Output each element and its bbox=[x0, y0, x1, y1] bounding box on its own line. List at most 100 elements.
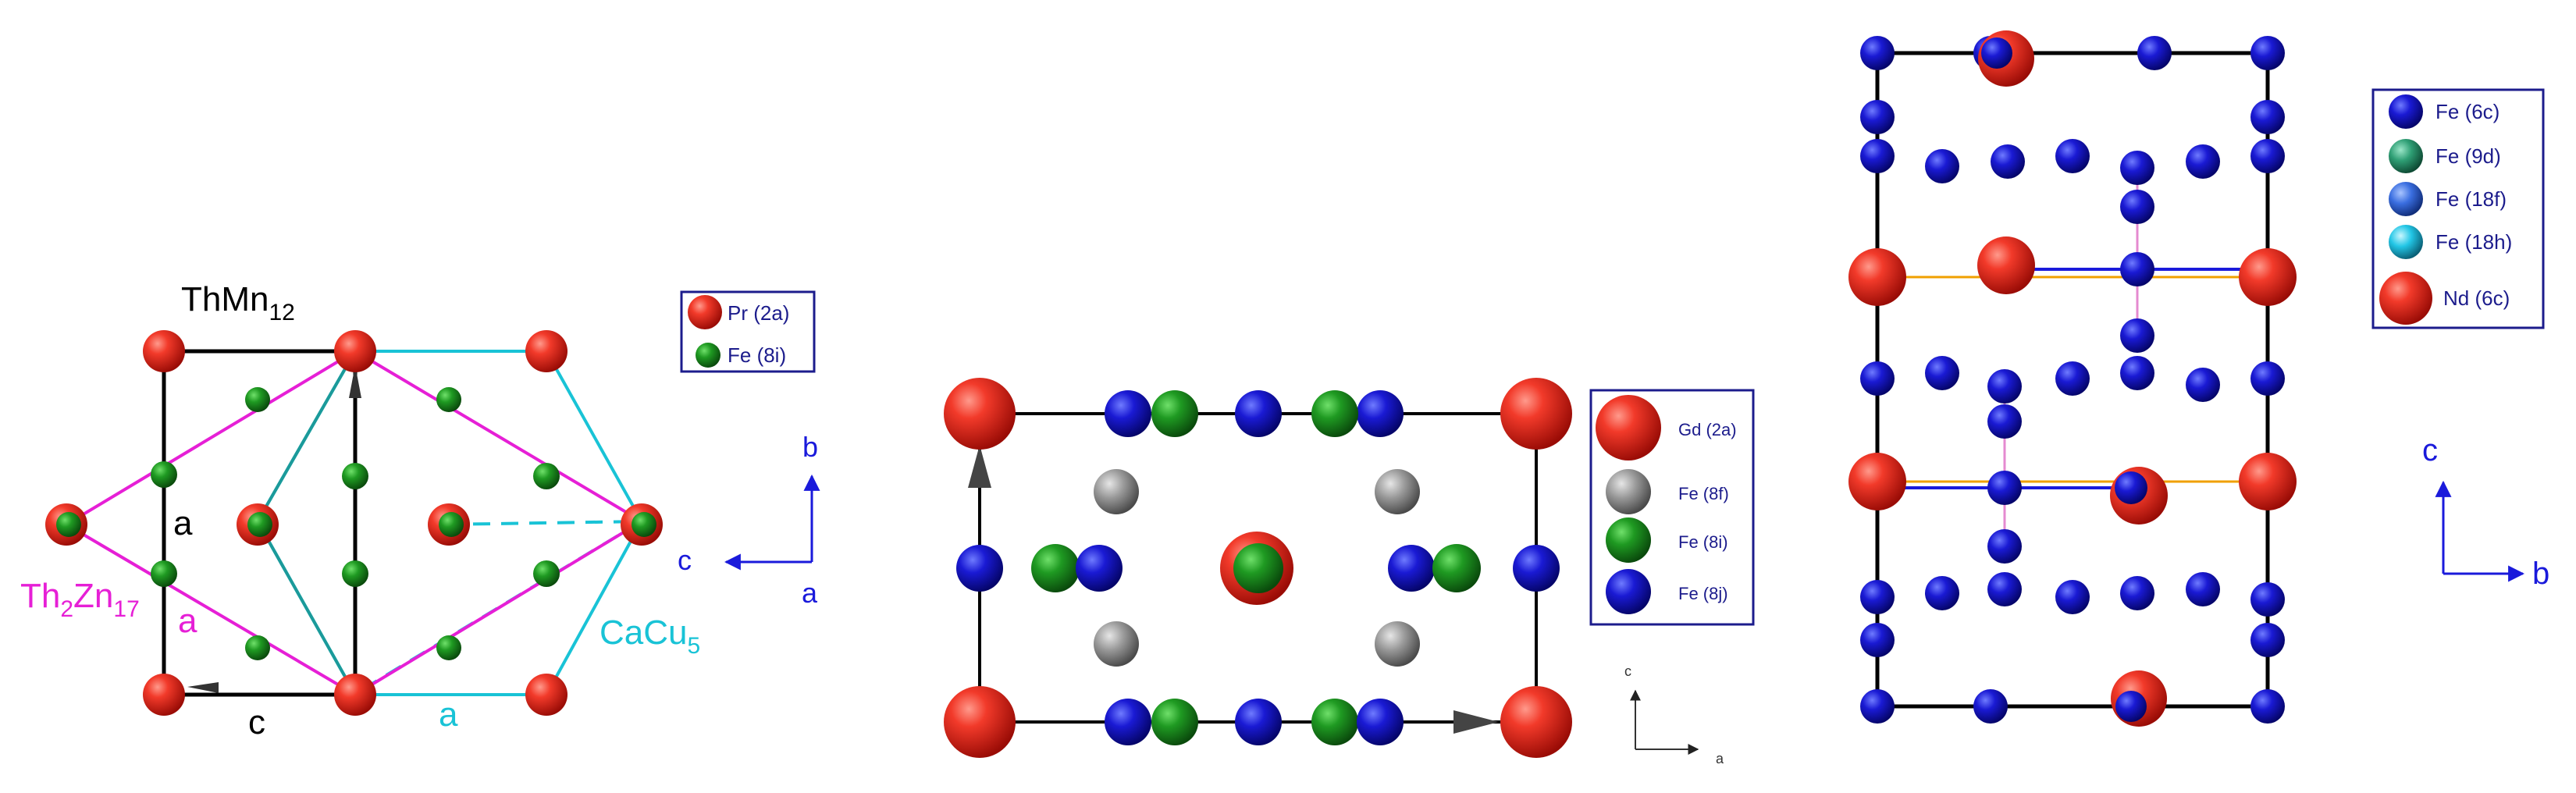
pr-atom bbox=[334, 330, 376, 372]
fe-atom bbox=[1860, 623, 1895, 657]
fe-atom bbox=[1981, 37, 2012, 69]
fe-atom bbox=[151, 560, 177, 587]
fe-8j-atom bbox=[1105, 390, 1151, 437]
legend-label: Fe (8i) bbox=[728, 343, 786, 367]
axis-label-c: c bbox=[2422, 433, 2438, 468]
fe-atom bbox=[2250, 361, 2285, 396]
legend-label: Fe (18h) bbox=[2435, 230, 2512, 254]
fe-atom bbox=[2186, 572, 2220, 606]
axes-panel1: b c a bbox=[678, 431, 820, 609]
fe-8j-atom bbox=[1357, 390, 1404, 437]
fe-8j-atom bbox=[1235, 390, 1282, 437]
panel2-atoms bbox=[944, 378, 1572, 758]
fe-atom bbox=[2250, 36, 2285, 70]
fe-atom bbox=[2120, 576, 2154, 610]
fe-atom bbox=[2115, 471, 2147, 504]
fe-8i-atom bbox=[1311, 699, 1358, 745]
pr-atom bbox=[143, 674, 185, 716]
fe-atom bbox=[1987, 572, 2022, 606]
legend-label: Fe (18f) bbox=[2435, 187, 2507, 211]
panel3-atoms bbox=[1848, 30, 2297, 727]
fe-atom bbox=[342, 463, 368, 489]
gd-atom bbox=[1500, 378, 1572, 450]
fe-atom bbox=[439, 512, 464, 537]
fe-atom bbox=[1987, 369, 2022, 404]
fe-atom bbox=[1860, 100, 1895, 134]
a-vector-arrowhead bbox=[349, 365, 361, 398]
pr-atom bbox=[525, 330, 568, 372]
axis-label-a: a bbox=[802, 577, 818, 609]
fe-8j-atom bbox=[1357, 699, 1404, 745]
fe-8i-atom bbox=[1233, 543, 1283, 593]
nd-atom bbox=[1848, 453, 1906, 510]
fe-atom bbox=[2055, 361, 2090, 396]
axes-panel3: c b bbox=[2422, 433, 2549, 591]
fe-atom bbox=[342, 560, 368, 587]
fe-atom bbox=[2186, 368, 2220, 402]
fe-atom bbox=[2120, 318, 2154, 353]
fe-atom bbox=[2250, 689, 2285, 724]
fe-atom bbox=[1860, 361, 1895, 396]
fe-atom bbox=[1987, 529, 2022, 564]
fe-atom bbox=[2137, 36, 2172, 70]
fe-atom bbox=[2055, 580, 2090, 614]
c-vector-arrowhead bbox=[187, 682, 219, 693]
legend-panel3: Fe (6c) Fe (9d) Fe (18f) Fe (18h) Nd (6c… bbox=[2371, 88, 2545, 329]
fe-8j-atom bbox=[1235, 699, 1282, 745]
fe-8i-atom bbox=[1311, 390, 1358, 437]
fe-8f-atom bbox=[1375, 621, 1420, 667]
axis-label-b: b bbox=[802, 431, 818, 463]
axis-label-c: c bbox=[678, 544, 692, 576]
a-vector-arrowhead bbox=[1453, 710, 1499, 734]
fe-atom bbox=[436, 387, 461, 412]
legend-panel1: Pr (2a) Fe (8i) bbox=[680, 290, 816, 373]
gd-atom bbox=[944, 378, 1016, 450]
c-vector-arrowhead bbox=[968, 445, 991, 488]
axis-label-b: b bbox=[2532, 557, 2549, 591]
fe-atom bbox=[1860, 580, 1895, 614]
axes-panel2: c a bbox=[1624, 663, 1724, 766]
a-label-black: a bbox=[173, 504, 193, 542]
fe-8i-atom bbox=[1151, 699, 1198, 745]
fe-atom bbox=[1987, 404, 2022, 439]
fe-8i-atom bbox=[1432, 544, 1481, 592]
pr-atom bbox=[525, 674, 568, 716]
fe-atom bbox=[2250, 582, 2285, 617]
fe-atom bbox=[632, 512, 656, 537]
fe-atom bbox=[533, 463, 560, 489]
fe-atom bbox=[2120, 190, 2154, 224]
gd-atom bbox=[1500, 686, 1572, 758]
thmn12-cell-lines bbox=[162, 349, 358, 697]
cacu5-label: CaCu5 bbox=[600, 613, 700, 659]
fe-atom bbox=[2250, 623, 2285, 657]
fe-legend-icon bbox=[696, 343, 720, 368]
fe-6c-legend-icon bbox=[2389, 94, 2423, 129]
fe-atom bbox=[436, 635, 461, 660]
fe-atom bbox=[2186, 144, 2220, 179]
fe-atom bbox=[151, 461, 177, 488]
legend-label: Fe (6c) bbox=[2435, 100, 2500, 123]
panel-thmn12-relationship: ThMn12 a c Th2Zn17 a CaCu5 a Pr (2a) Fe … bbox=[20, 280, 820, 741]
legend-label: Fe (8f) bbox=[1678, 484, 1729, 503]
fe-atom bbox=[247, 512, 272, 537]
legend-label: Gd (2a) bbox=[1678, 420, 1737, 439]
th2zn17-label: Th2Zn17 bbox=[20, 577, 140, 622]
fe-8f-atom bbox=[1094, 621, 1139, 667]
fe-8f-legend-icon bbox=[1606, 469, 1651, 514]
legend-label: Fe (8j) bbox=[1678, 584, 1728, 603]
fe-18f-legend-icon bbox=[2389, 182, 2423, 216]
legend-panel2: Gd (2a) Fe (8f) Fe (8i) Fe (8j) bbox=[1589, 389, 1755, 626]
fe-8j-atom bbox=[1076, 545, 1123, 592]
fe-8j-atom bbox=[1105, 699, 1151, 745]
gd-atom bbox=[944, 686, 1016, 758]
axis-label-c: c bbox=[1624, 663, 1631, 679]
fe-8f-atom bbox=[1094, 469, 1139, 514]
fe-8j-legend-icon bbox=[1606, 569, 1651, 614]
fe-atom bbox=[1987, 471, 2022, 505]
fe-atom bbox=[1860, 139, 1895, 173]
nd-legend-icon bbox=[2379, 272, 2432, 325]
legend-label: Fe (8i) bbox=[1678, 532, 1728, 552]
pr-atom bbox=[143, 330, 185, 372]
fe-atom bbox=[1860, 689, 1895, 724]
fe-atom bbox=[2115, 691, 2147, 722]
